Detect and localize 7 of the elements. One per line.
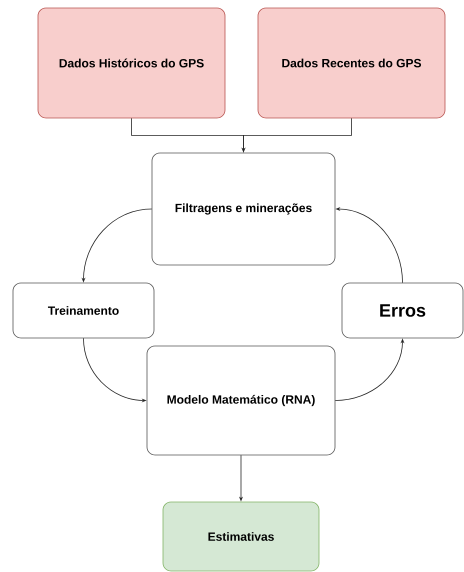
process-box: Filtragens e minerações [152,152,336,266]
process-box: Erros [342,282,464,338]
result-box: Estimativas [162,502,320,572]
process-box: Treinamento [12,282,154,338]
process-box: Modelo Matemático (RNA) [146,346,336,456]
data-source-box: Dados Históricos do GPS [38,8,226,118]
data-source-box: Dados Recentes do GPS [258,8,446,118]
